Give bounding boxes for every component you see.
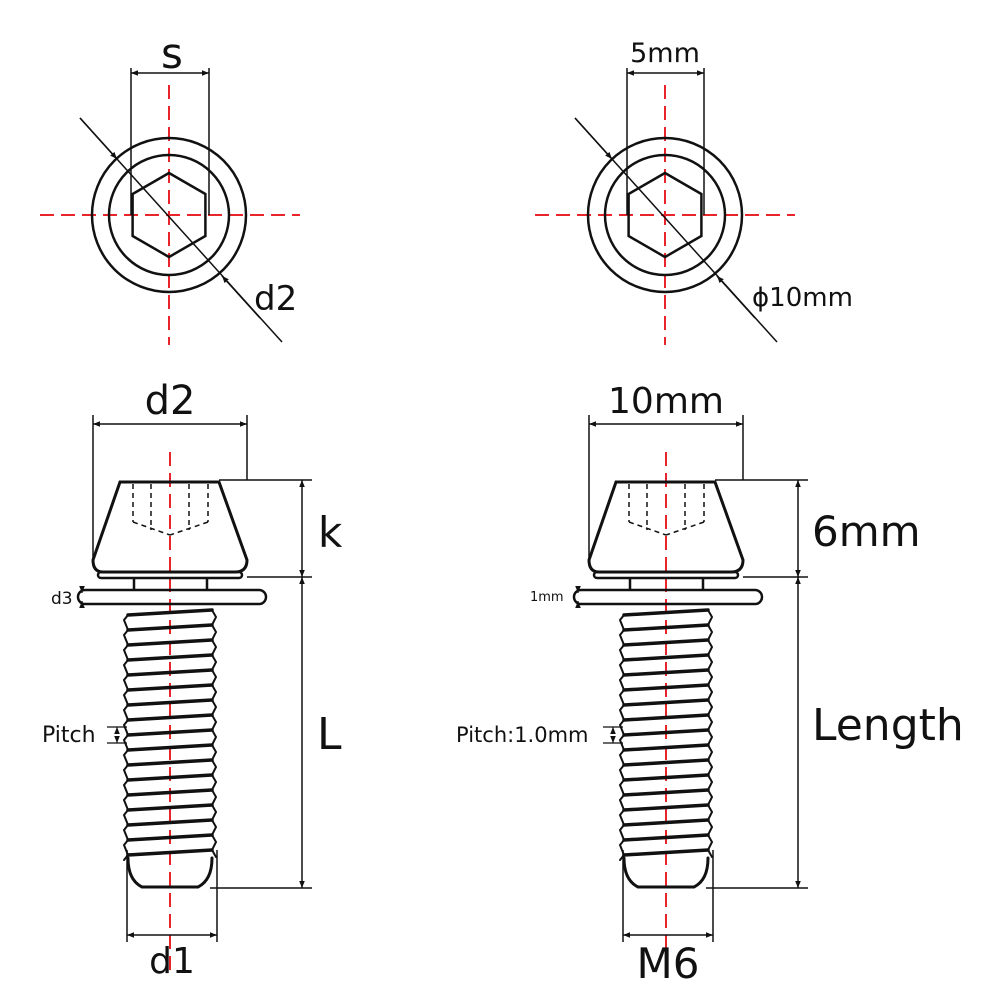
dimensioned-hex-size-label: 5mm xyxy=(630,38,700,69)
generic-d2-leader xyxy=(79,117,283,343)
hex-socket-icon xyxy=(131,171,207,259)
dimensioned-washer-flange xyxy=(592,570,740,580)
thread-right-profile xyxy=(210,609,218,858)
generic-head-outline xyxy=(90,136,248,294)
dimensioned-side-view: 10mm 6mm Length 1mm xyxy=(456,381,964,988)
thread-left-profile xyxy=(618,614,626,861)
thread-crest-lines xyxy=(126,608,214,857)
dimensioned-washer xyxy=(572,588,764,606)
generic-neck xyxy=(132,578,209,590)
dimensioned-top-view: 5mm ϕ10mm xyxy=(535,38,853,345)
generic-hex-size-label: s xyxy=(161,29,183,78)
generic-thread-diameter-label: d1 xyxy=(149,941,195,982)
dimensioned-head-outline xyxy=(586,136,744,294)
generic-s-dimension xyxy=(130,68,210,215)
dimensioned-thread xyxy=(618,608,714,889)
thread-crest-lines xyxy=(622,608,710,857)
generic-side-view: d2 k L d3 xyxy=(42,378,343,982)
hex-socket-icon xyxy=(627,171,703,259)
thread-tip xyxy=(622,856,710,889)
thread-right-profile xyxy=(706,609,714,858)
dimensioned-head-height-dimension xyxy=(715,479,808,578)
generic-thread xyxy=(122,608,218,889)
dimensioned-hex-dimension xyxy=(626,68,705,215)
generic-drawing: s d2 xyxy=(40,29,343,982)
dimensioned-pitch-label: Pitch:1.0mm xyxy=(456,723,589,747)
dimensioned-diameter-leader xyxy=(574,117,778,343)
generic-washer-flange xyxy=(96,570,244,580)
dimensioned-head-diameter-side-label: 10mm xyxy=(608,381,724,422)
dimensioned-thread-diameter-label: M6 xyxy=(637,939,700,988)
dimensioned-neck xyxy=(628,578,705,590)
generic-washer-thickness-label: d3 xyxy=(51,589,73,609)
generic-d1-dimension xyxy=(126,850,218,942)
generic-head-diameter-top-label: d2 xyxy=(254,279,297,319)
dimensioned-socket-hidden-lines xyxy=(628,484,705,536)
dimensioned-thread-diameter-dimension xyxy=(622,850,714,942)
generic-head-diameter-side-label: d2 xyxy=(145,378,196,424)
generic-top-view: s d2 xyxy=(40,29,300,345)
dimensioned-washer-thickness-label: 1mm xyxy=(530,590,564,605)
dimensioned-length-dimension xyxy=(706,577,808,889)
generic-head-height-label: k xyxy=(318,508,343,557)
generic-socket-hidden-lines xyxy=(132,484,209,536)
generic-pitch-dimension xyxy=(107,726,127,744)
generic-top-centerlines xyxy=(40,85,300,345)
generic-length-label: L xyxy=(317,709,342,760)
generic-pitch-label: Pitch xyxy=(42,723,96,748)
dimensioned-length-label: Length xyxy=(812,700,964,751)
thread-tip xyxy=(126,856,214,889)
dimensioned-top-centerlines xyxy=(535,85,795,345)
generic-washer xyxy=(76,588,268,606)
generic-length-dimension xyxy=(210,577,312,889)
thread-left-profile xyxy=(122,614,130,861)
dimensioned-drawing: 5mm ϕ10mm xyxy=(456,38,964,988)
dimensioned-pitch-dimension xyxy=(603,726,623,744)
dimensioned-head-height-label: 6mm xyxy=(812,507,921,556)
generic-d2-side-dimension xyxy=(92,415,248,565)
dimensioned-head-diameter-top-label: ϕ10mm xyxy=(752,283,853,313)
generic-k-dimension xyxy=(219,479,312,578)
dimensioned-head-diameter-dimension xyxy=(588,415,744,565)
